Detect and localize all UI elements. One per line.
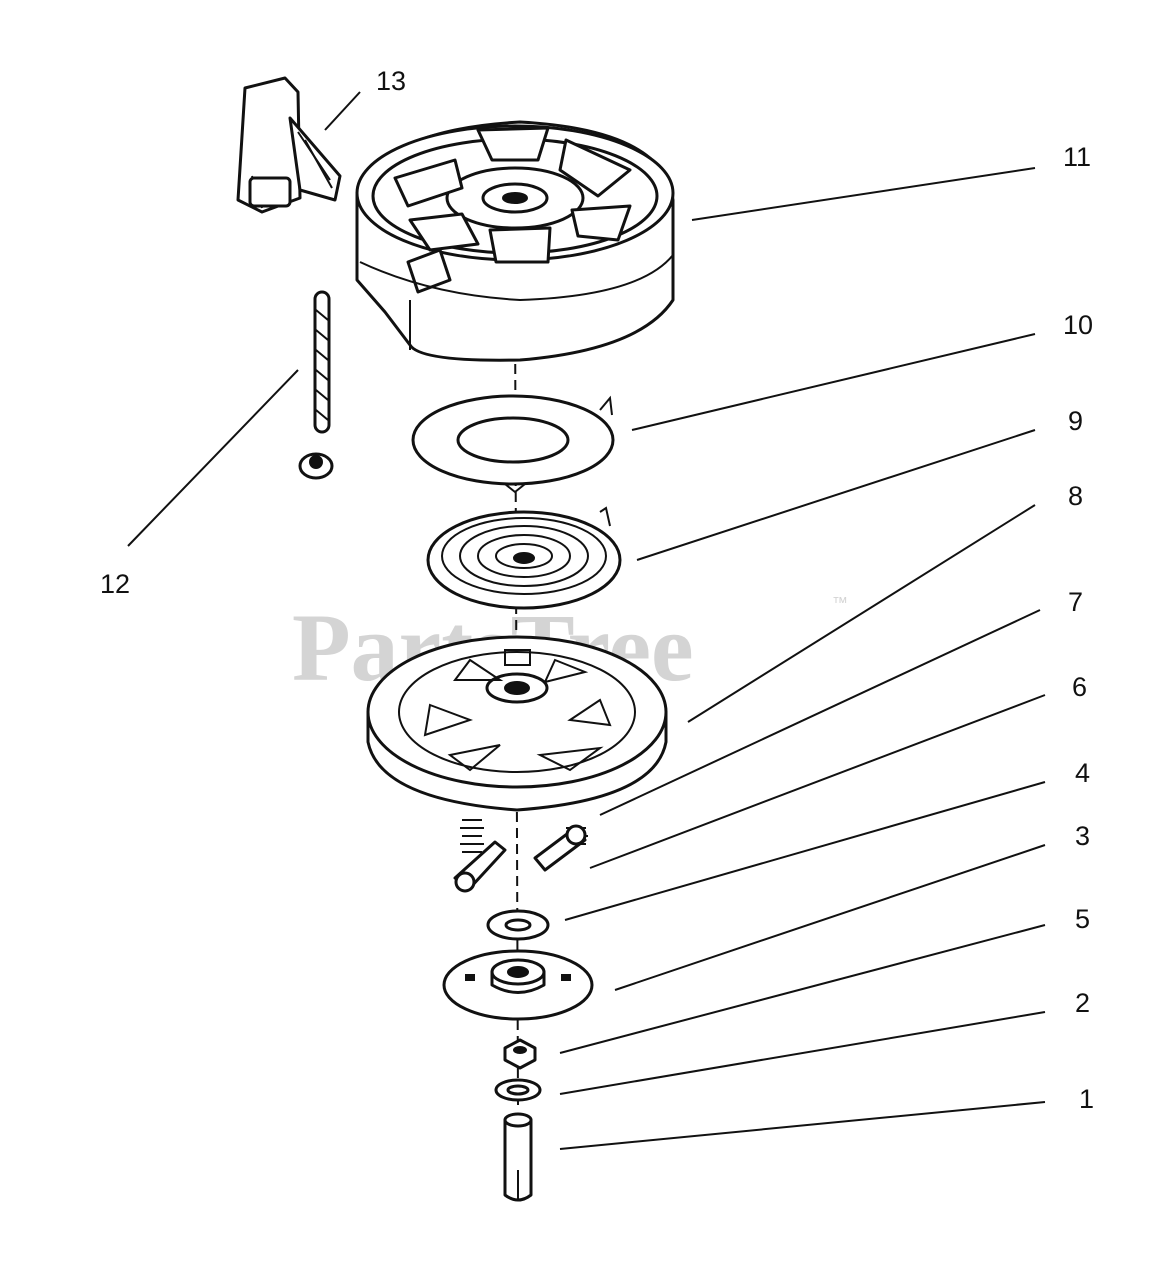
part-washer bbox=[486, 909, 550, 941]
callout-1: 1 bbox=[1079, 1084, 1094, 1114]
part-nut bbox=[503, 1038, 537, 1070]
part-pawls bbox=[453, 819, 588, 893]
callout-10: 10 bbox=[1063, 310, 1093, 340]
leader-6 bbox=[589, 694, 1046, 869]
part-pulley bbox=[366, 635, 668, 812]
part-rope bbox=[298, 290, 334, 480]
part-retainer bbox=[442, 949, 594, 1021]
callout-5: 5 bbox=[1075, 904, 1090, 934]
leader-7 bbox=[599, 609, 1041, 816]
callout-9: 9 bbox=[1068, 406, 1083, 436]
callout-labels: 13 11 10 9 8 12 7 6 4 3 5 2 1 bbox=[100, 66, 1094, 1114]
leader-12 bbox=[127, 369, 299, 547]
leader-5 bbox=[559, 924, 1046, 1054]
callout-6: 6 bbox=[1072, 672, 1087, 702]
callout-11: 11 bbox=[1063, 142, 1091, 172]
callout-7: 7 bbox=[1068, 587, 1083, 617]
leader-3 bbox=[614, 844, 1046, 991]
callout-4: 4 bbox=[1075, 758, 1090, 788]
part-pin bbox=[503, 1112, 533, 1202]
leader-1 bbox=[559, 1101, 1046, 1150]
part-plate bbox=[411, 394, 615, 494]
callout-8: 8 bbox=[1068, 481, 1083, 511]
part-spring bbox=[426, 506, 622, 610]
leader-9 bbox=[636, 429, 1036, 561]
leader-11 bbox=[691, 167, 1036, 221]
leader-8 bbox=[687, 504, 1036, 723]
leader-2 bbox=[559, 1011, 1046, 1095]
callout-12: 12 bbox=[100, 569, 130, 599]
leader-13 bbox=[324, 91, 361, 131]
callout-13: 13 bbox=[376, 66, 406, 96]
watermark-trademark: ™ bbox=[832, 595, 848, 612]
part-small-washer bbox=[494, 1078, 542, 1102]
part-handle bbox=[236, 76, 342, 214]
leader-4 bbox=[564, 781, 1046, 921]
callout-2: 2 bbox=[1075, 988, 1090, 1018]
leader-10 bbox=[631, 333, 1036, 431]
leader-lines bbox=[127, 91, 1046, 1150]
callout-3: 3 bbox=[1075, 821, 1090, 851]
part-housing bbox=[355, 120, 675, 362]
